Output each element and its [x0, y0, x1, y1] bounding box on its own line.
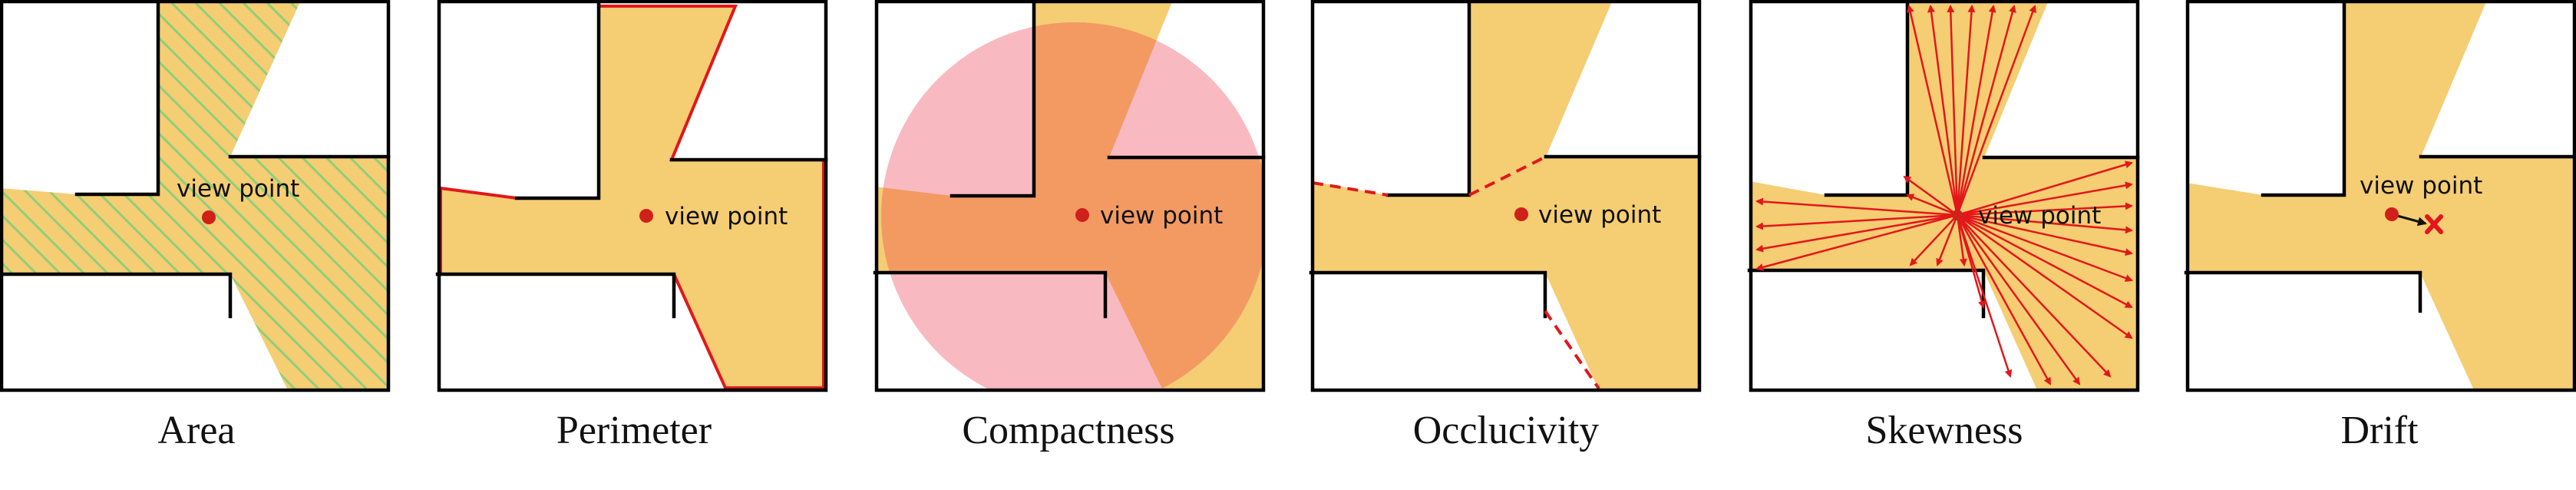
panel-label-drift: Drift: [2340, 409, 2419, 452]
visibility-ray: [1956, 5, 2036, 216]
isovist-area: [441, 6, 824, 388]
visibility-ray: [1909, 214, 1958, 267]
frame: [874, 0, 1266, 392]
frame: [1310, 0, 1702, 392]
panel-label-compactness: Compactness: [962, 409, 1174, 452]
view-point-label: view point: [2360, 172, 2482, 200]
panel-compactness: view point Compactness: [873, 0, 1266, 452]
visibility-ray: [1903, 175, 1958, 217]
view-point-label: view point: [1978, 202, 2101, 230]
view-point-dot: [639, 209, 653, 223]
visibility-ray: [1906, 5, 1959, 216]
view-point-dot: [202, 210, 216, 224]
occluding-edge-middle: [1468, 155, 1547, 197]
visibility-ray: [1957, 214, 2133, 282]
visibility-rays: [1755, 5, 2133, 386]
visibility-ray: [1755, 214, 1958, 230]
isovist-area: [1749, 0, 2138, 390]
visibility-ray: [1755, 197, 1958, 217]
panel-label-occlucivity: Occlucivity: [1413, 409, 1600, 452]
visibility-ray: [1957, 214, 2133, 309]
panel-skewness: view point Skewness: [1747, 0, 2140, 452]
isovist-area: [1311, 0, 1699, 390]
isovist-hatched-area: [0, 0, 388, 390]
view-point-label: view point: [1100, 202, 1223, 230]
isovist-area: [2186, 0, 2574, 390]
view-point-label: view point: [1538, 201, 1661, 229]
panel-label-perimeter: Perimeter: [556, 409, 712, 452]
view-point-label: view point: [177, 175, 299, 203]
occluding-edge-bottom: [1544, 310, 1600, 390]
visibility-ray: [1957, 214, 2112, 378]
visibility-ray: [1956, 5, 1996, 216]
walls: [0, 0, 391, 319]
visibility-ray: [1956, 5, 1976, 216]
visibility-ray: [1947, 5, 1959, 216]
visibility-ray: [1957, 181, 2133, 217]
visibility-ray: [1956, 214, 2013, 378]
visibility-ray: [1957, 161, 2133, 217]
panel-drift: view point Drift: [2184, 0, 2576, 452]
panel-label-skewness: Skewness: [1865, 409, 2023, 452]
visibility-ray: [1957, 214, 2133, 339]
frame: [1749, 0, 2140, 392]
view-point-dot: [1514, 207, 1528, 221]
visibility-ray: [1755, 214, 1958, 253]
circle-isovist-overlap: [881, 22, 1263, 390]
panel-label-area: Area: [157, 409, 235, 452]
frame: [0, 0, 391, 392]
visibility-ray: [1755, 214, 1958, 271]
walls: [435, 0, 828, 319]
visibility-ray: [1957, 214, 2133, 234]
visibility-ray: [1957, 214, 2133, 257]
view-point-dot: [1075, 208, 1089, 222]
visibility-ray: [1956, 5, 2016, 216]
centroid-x-icon: [2425, 214, 2443, 234]
frame: [437, 0, 828, 392]
walls: [873, 0, 1266, 319]
walls: [2184, 0, 2576, 313]
view-point-label: view point: [665, 203, 788, 230]
view-point-dot: [1952, 210, 1963, 220]
visibility-ray: [1906, 194, 1958, 217]
view-point-dot: [2385, 207, 2399, 221]
visibility-ray: [1927, 5, 1959, 216]
panel-area: view point Area: [0, 0, 391, 452]
visibility-ray: [1957, 202, 2133, 217]
panel-occlucivity: view point Occlucivity: [1309, 0, 1702, 452]
visibility-ray: [1956, 214, 1967, 267]
visibility-ray: [1956, 214, 2081, 386]
visibility-ray: [1956, 214, 2052, 386]
frame: [2185, 0, 2576, 392]
occluding-edge-left: [1312, 181, 1389, 197]
visibility-ray: [1936, 214, 1959, 267]
panel-perimeter: view point Perimeter: [435, 0, 828, 452]
